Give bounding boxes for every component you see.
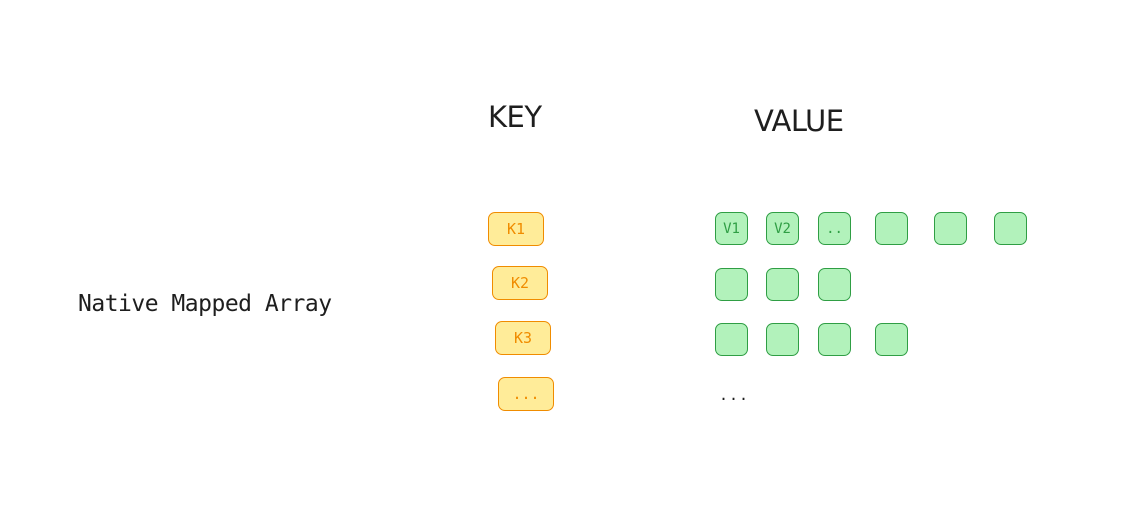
- value-box: [875, 212, 908, 245]
- value-rows-ellipsis: ...: [719, 386, 750, 404]
- value-box: V1: [715, 212, 748, 245]
- value-column-header: VALUE: [754, 104, 844, 138]
- value-box: [715, 323, 748, 356]
- key-box-2: K2: [492, 266, 548, 300]
- value-box: ..: [818, 212, 851, 245]
- value-box: [934, 212, 967, 245]
- diagram-title: Native Mapped Array: [78, 291, 332, 317]
- value-box: [715, 268, 748, 301]
- value-box: [994, 212, 1027, 245]
- key-column-header: KEY: [488, 100, 542, 134]
- key-box-3: K3: [495, 321, 551, 355]
- value-box: [875, 323, 908, 356]
- value-box: [766, 268, 799, 301]
- value-box: [766, 323, 799, 356]
- value-box: V2: [766, 212, 799, 245]
- value-box: [818, 323, 851, 356]
- value-box: [818, 268, 851, 301]
- key-box-ellipsis: ...: [498, 377, 554, 411]
- key-box-1: K1: [488, 212, 544, 246]
